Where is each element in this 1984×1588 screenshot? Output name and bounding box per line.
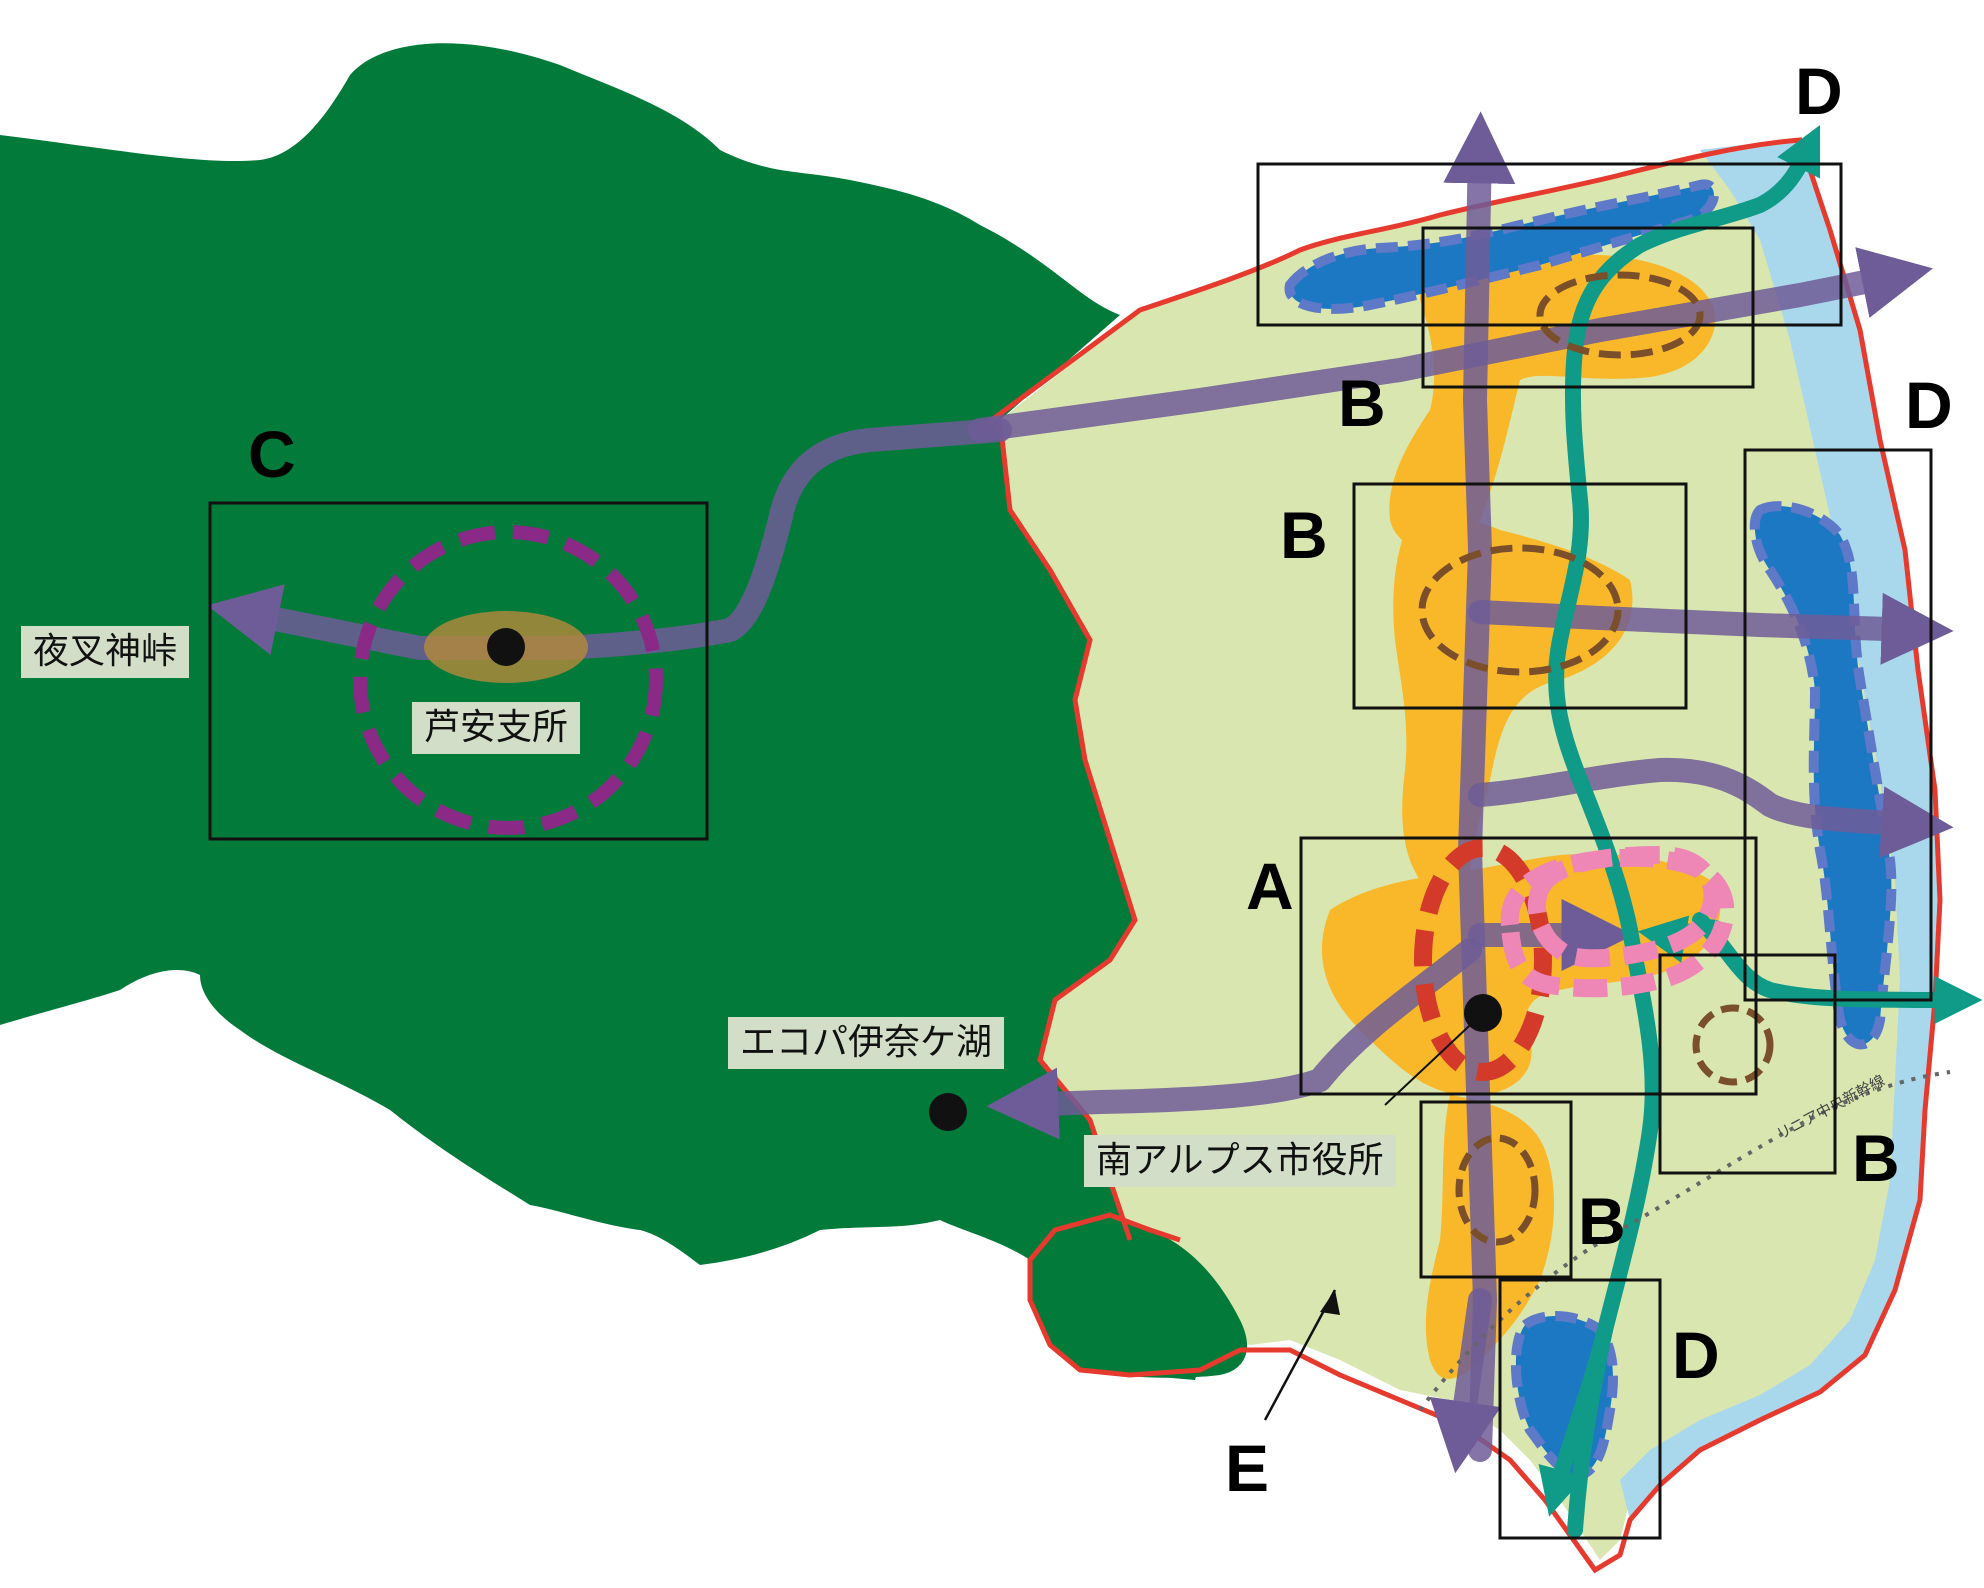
zone-box-a xyxy=(1299,836,1758,1096)
city-hall-leader-line xyxy=(1384,1012,1484,1106)
zone-label-b-north: B xyxy=(1338,366,1386,440)
green-route-main xyxy=(1548,124,1821,1538)
ashiyasu-branch-office-label: 芦安支所 xyxy=(412,702,581,754)
green-route-south-branch xyxy=(1538,1322,1613,1517)
zone-label-d-south: D xyxy=(1672,1318,1720,1392)
zone-label-c: C xyxy=(248,417,296,491)
local-hub-ring-south xyxy=(1455,1134,1539,1246)
zone-label-d-east: D xyxy=(1905,368,1953,442)
yashajin-pass-label: 夜叉神峠 xyxy=(21,626,190,678)
purple-road-network xyxy=(207,111,1954,1474)
zone-label-d-north: D xyxy=(1795,54,1843,128)
mountain-forest-area xyxy=(0,43,1210,1381)
city-hall-label: 南アルプス市役所 xyxy=(1084,1135,1396,1187)
water-body-east xyxy=(1749,501,1897,1050)
water-body-north xyxy=(1284,179,1719,314)
zone-label-b-central: B xyxy=(1280,498,1328,572)
zone-box-d-north xyxy=(1256,162,1843,327)
zone-box-d-south xyxy=(1498,1278,1662,1540)
zone-box-b-south xyxy=(1419,1100,1573,1279)
zone-label-b-east: B xyxy=(1852,1121,1900,1195)
zone-box-b-north xyxy=(1421,226,1755,389)
zone-box-c xyxy=(208,501,709,841)
road-east-west-north xyxy=(968,247,1933,442)
zone-label-b-south: B xyxy=(1578,1184,1626,1258)
ecopa-dot xyxy=(929,1093,967,1131)
maglev-route-line xyxy=(1418,1070,1951,1412)
city-core-ring xyxy=(1414,839,1552,1081)
zone-label-a: A xyxy=(1246,849,1294,923)
zone-box-b-east xyxy=(1658,953,1837,1175)
local-hub-ring-north xyxy=(1536,271,1704,359)
zone-label-e: E xyxy=(1225,1431,1270,1505)
river-strip xyxy=(1620,138,1940,1520)
zone-box-b-central xyxy=(1352,482,1688,710)
zone-e-pointer-arrowhead xyxy=(1320,1290,1340,1315)
ashiyasu-zone-ring xyxy=(353,525,663,835)
road-north-south-south-end xyxy=(1429,1288,1502,1474)
local-hub-ring-east xyxy=(1692,1004,1774,1086)
ashiyasu-office-dot xyxy=(487,628,525,666)
road-east-loop xyxy=(1468,757,1954,859)
zone-boxes xyxy=(208,162,1933,1540)
road-to-yashajin xyxy=(207,418,1012,660)
southern-forest-pocket xyxy=(1030,1221,1248,1378)
ecopa-inagako-label: エコパ伊奈ケ湖 xyxy=(728,1017,1005,1069)
expansion-zone-ring-outer xyxy=(1500,848,1735,998)
expansion-zone-ring xyxy=(1527,845,1722,968)
local-hub-ring-central xyxy=(1418,544,1622,676)
road-east-central xyxy=(1468,592,1954,665)
zone-box-d-east xyxy=(1743,448,1933,1002)
